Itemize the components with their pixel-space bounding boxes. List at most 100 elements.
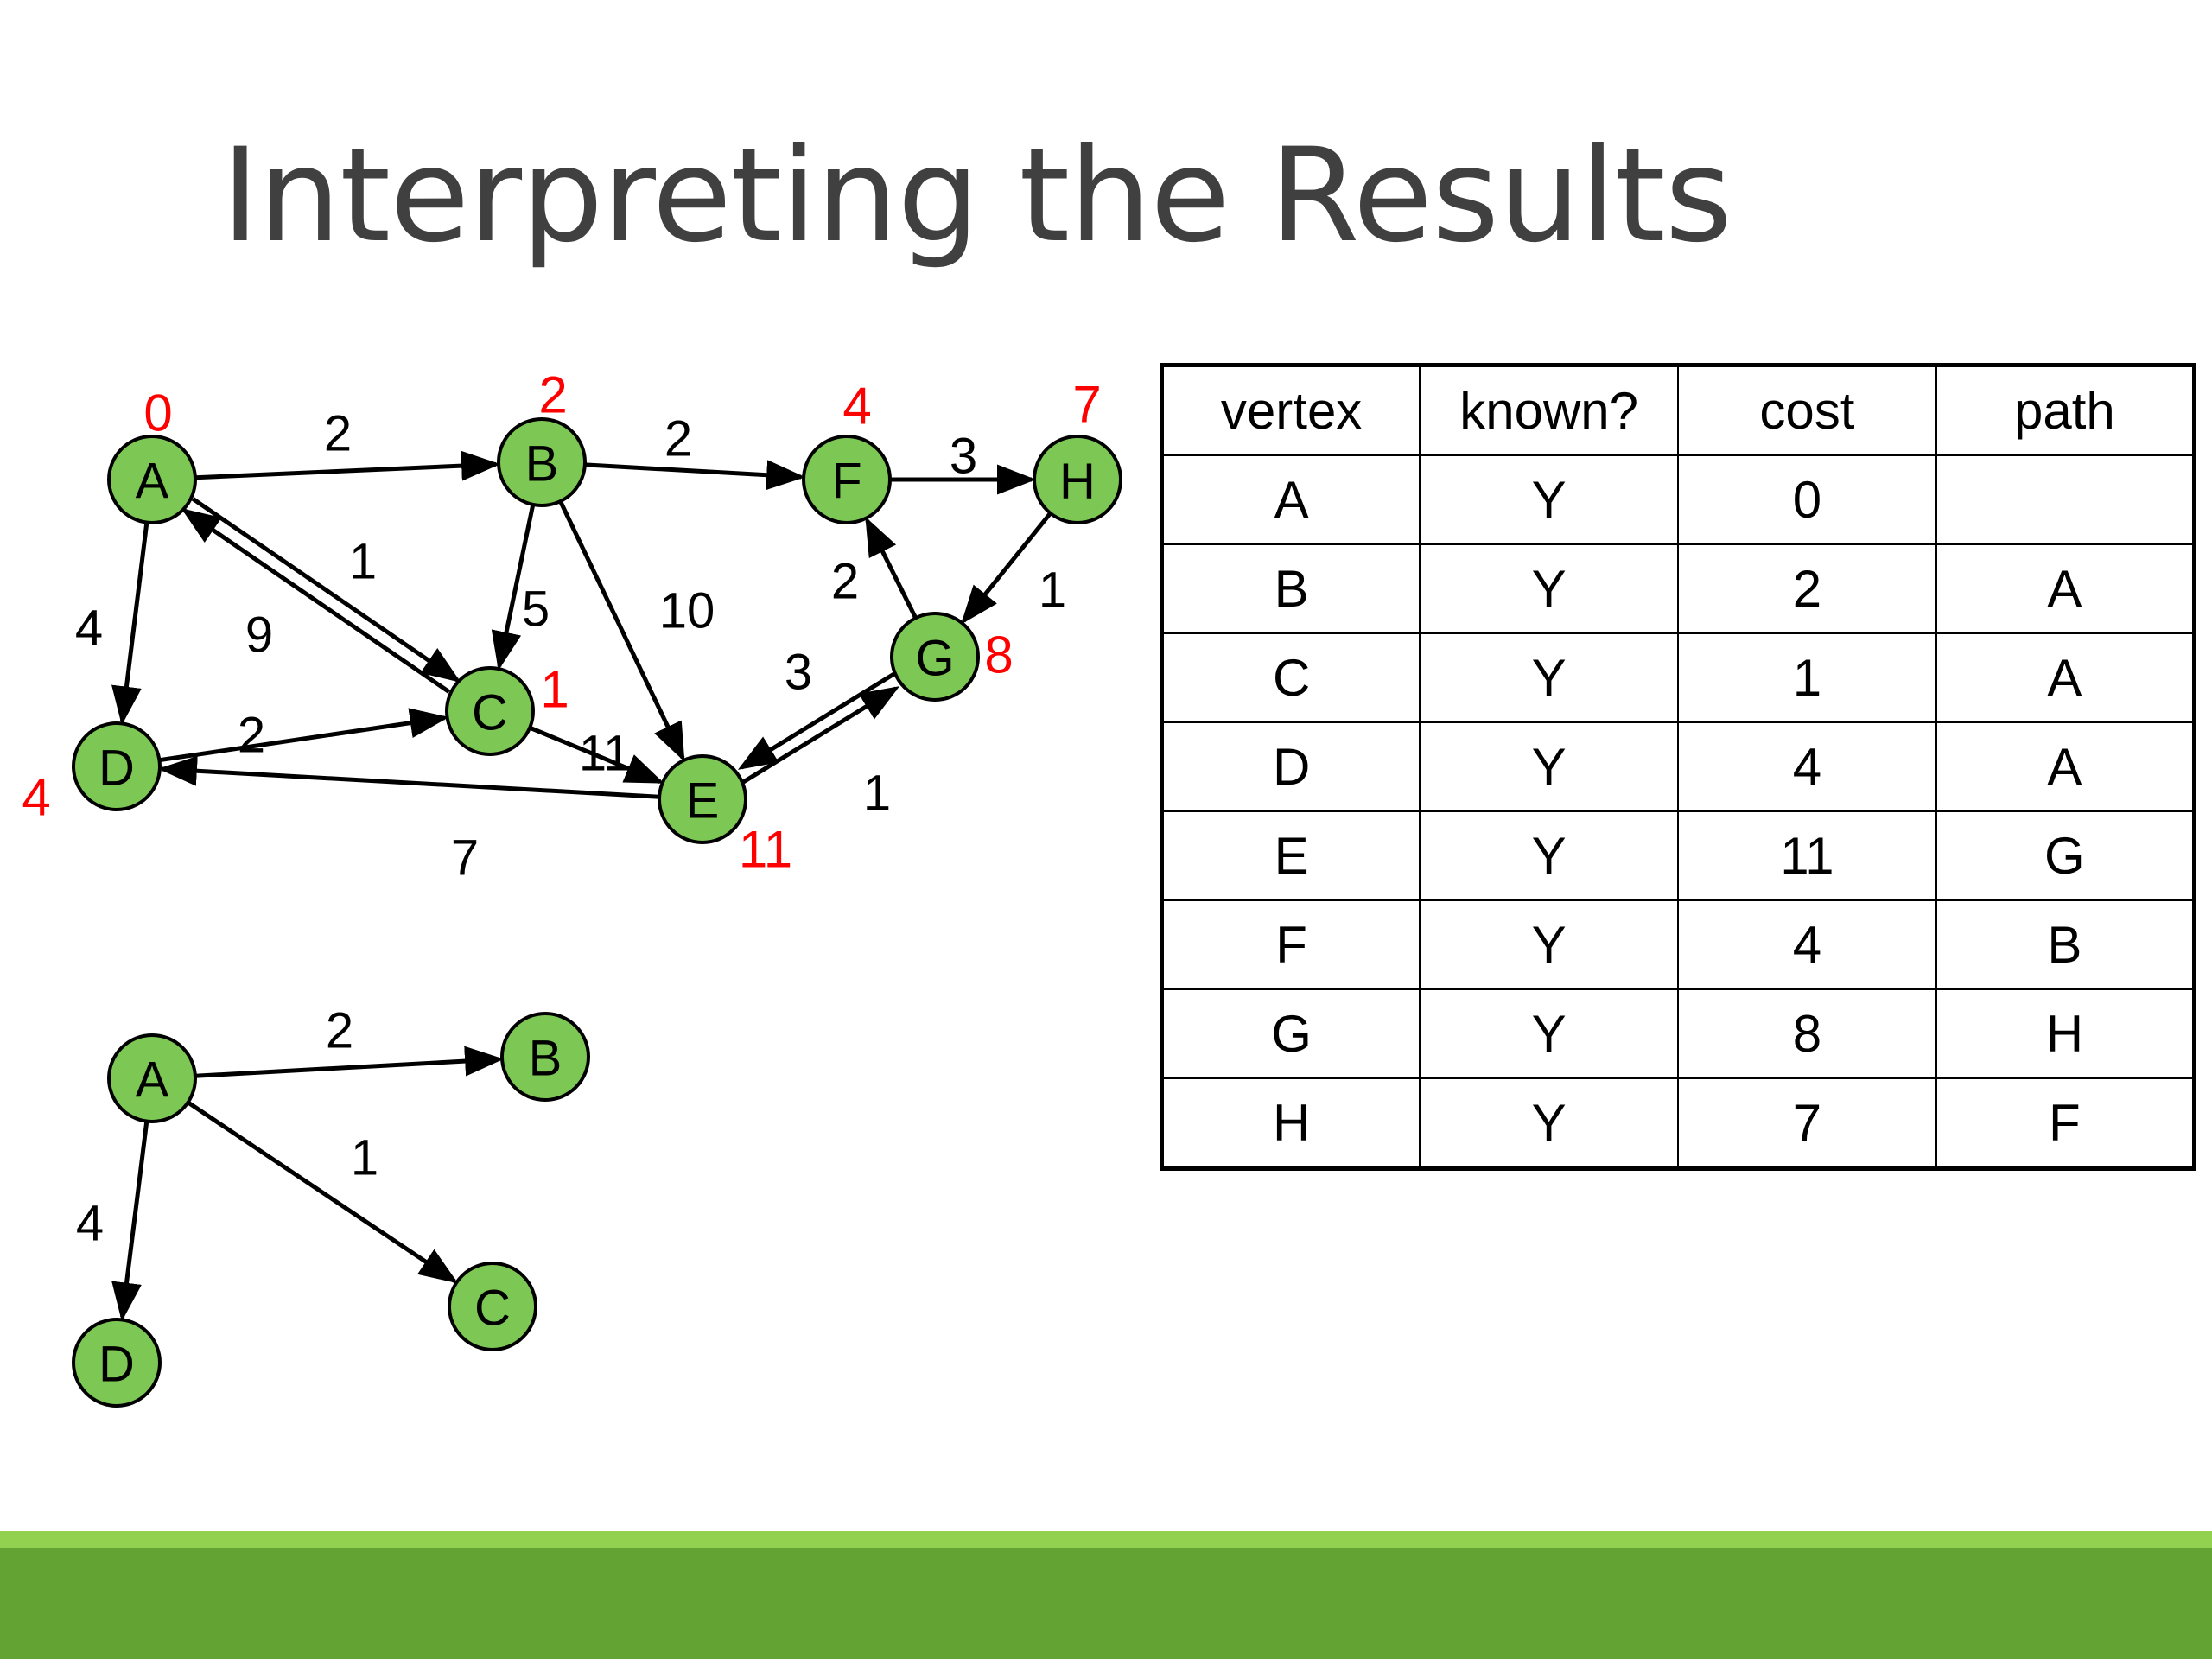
node-b-label: B — [525, 436, 559, 493]
edge-b-c — [491, 504, 536, 671]
node-b — [497, 417, 587, 507]
node-cost-e: 11 — [739, 821, 792, 879]
cell-known: Y — [1419, 810, 1679, 901]
cell-vertex: H — [1160, 1077, 1421, 1170]
table-row: H Y 7 F — [1160, 1077, 2196, 1170]
cell-path: B — [1935, 899, 2196, 990]
table-row: A Y 0 — [1160, 454, 2196, 545]
footer-band-light — [0, 1531, 2212, 1548]
cell-cost: 2 — [1677, 543, 1937, 634]
node-f — [802, 435, 892, 524]
node-e-label: E — [686, 773, 720, 830]
edge-weight-e-g: 1 — [863, 766, 891, 822]
edge-weight-a-c: 1 — [349, 534, 377, 590]
tree-node-a-label: A — [136, 1052, 169, 1109]
table-row: D Y 4 A — [1160, 721, 2196, 812]
node-cost-c: 1 — [540, 661, 569, 719]
tree-edge-a-b — [194, 1046, 505, 1078]
cell-known: Y — [1419, 1077, 1679, 1170]
node-h-label: H — [1059, 454, 1096, 510]
node-cost-b: 2 — [538, 366, 567, 424]
cell-known: Y — [1419, 454, 1679, 545]
edge-weight-f-h: 3 — [950, 429, 977, 485]
tree-node-c — [448, 1262, 537, 1351]
table-row: E Y 11 G — [1160, 810, 2196, 901]
edges-layer — [111, 450, 1052, 1322]
table-row: G Y 8 H — [1160, 988, 2196, 1079]
node-e — [658, 754, 747, 844]
cell-cost: 0 — [1677, 454, 1937, 545]
edge-h-g — [961, 512, 1052, 625]
node-a-label: A — [136, 454, 169, 510]
edge-weight-c-a: 9 — [245, 607, 273, 664]
table-row: F Y 4 B — [1160, 899, 2196, 990]
edge-b-e — [558, 500, 685, 762]
tree-edge-a-d — [111, 1121, 149, 1322]
cell-cost: 7 — [1677, 1077, 1937, 1170]
edge-weight-g-f: 2 — [831, 554, 859, 610]
cell-cost: 4 — [1677, 899, 1937, 990]
cell-vertex: B — [1160, 543, 1421, 634]
table-row: B Y 2 A — [1160, 543, 2196, 634]
edge-e-g — [738, 686, 900, 786]
cell-known: Y — [1419, 721, 1679, 812]
cell-path: H — [1935, 988, 2196, 1079]
edge-weight-a-b: 2 — [324, 406, 352, 462]
cell-vertex: A — [1160, 454, 1421, 545]
tree-node-c-label: C — [474, 1281, 511, 1337]
dijkstra-table: vertex known? cost path A Y 0 B Y 2 A C … — [1160, 363, 2196, 1171]
cell-path: A — [1935, 721, 2196, 812]
node-cost-d: 4 — [22, 769, 50, 827]
edge-g-f — [865, 516, 918, 620]
tree-edge-a-c — [187, 1100, 459, 1284]
cell-path — [1935, 454, 2196, 545]
header-vertex: vertex — [1160, 364, 1421, 456]
cell-known: Y — [1419, 899, 1679, 990]
node-d-label: D — [99, 741, 135, 797]
cell-path: A — [1935, 632, 2196, 723]
edge-weight-b-f: 2 — [664, 411, 692, 467]
edge-a-c — [191, 497, 461, 683]
cell-known: Y — [1419, 543, 1679, 634]
cell-vertex: D — [1160, 721, 1421, 812]
node-a — [107, 435, 197, 524]
edge-g-e — [737, 670, 899, 770]
edge-weight-b-e: 10 — [659, 583, 715, 639]
edge-c-a — [181, 508, 451, 694]
cell-cost: 8 — [1677, 988, 1937, 1079]
edge-weight-e-d: 7 — [451, 830, 479, 887]
edge-weight-g-e: 3 — [785, 645, 812, 701]
tree-node-d — [72, 1318, 162, 1408]
edge-weight-d-c: 2 — [238, 708, 265, 764]
node-cost-g: 8 — [984, 626, 1013, 684]
tree-edge-weight-a-d: 4 — [76, 1196, 104, 1252]
cell-path: G — [1935, 810, 2196, 901]
tree-node-d-label: D — [99, 1337, 135, 1393]
edge-a-d — [111, 522, 149, 726]
edge-weight-h-g: 1 — [1039, 563, 1066, 619]
header-cost: cost — [1677, 364, 1937, 456]
node-cost-a: 0 — [143, 385, 172, 442]
edge-d-c — [159, 708, 449, 763]
slide-title: Interpreting the Results — [221, 121, 1732, 271]
edge-weight-c-e: 11 — [579, 726, 631, 782]
node-cost-f: 4 — [842, 378, 871, 435]
tree-edge-weight-a-b: 2 — [326, 1003, 353, 1059]
node-c — [445, 666, 535, 756]
edge-a-b — [194, 450, 501, 481]
cell-vertex: C — [1160, 632, 1421, 723]
footer-band-dark — [0, 1548, 2212, 1659]
cell-path: F — [1935, 1077, 2196, 1170]
cell-known: Y — [1419, 632, 1679, 723]
node-c-label: C — [472, 685, 508, 741]
edge-weight-b-c: 5 — [522, 582, 550, 638]
node-cost-h: 7 — [1072, 376, 1101, 434]
table-row: C Y 1 A — [1160, 632, 2196, 723]
cell-cost: 4 — [1677, 721, 1937, 812]
cell-cost: 11 — [1677, 810, 1937, 901]
table-header-row: vertex known? cost path — [1160, 364, 2196, 456]
edge-c-e — [529, 725, 664, 785]
cell-known: Y — [1419, 988, 1679, 1079]
